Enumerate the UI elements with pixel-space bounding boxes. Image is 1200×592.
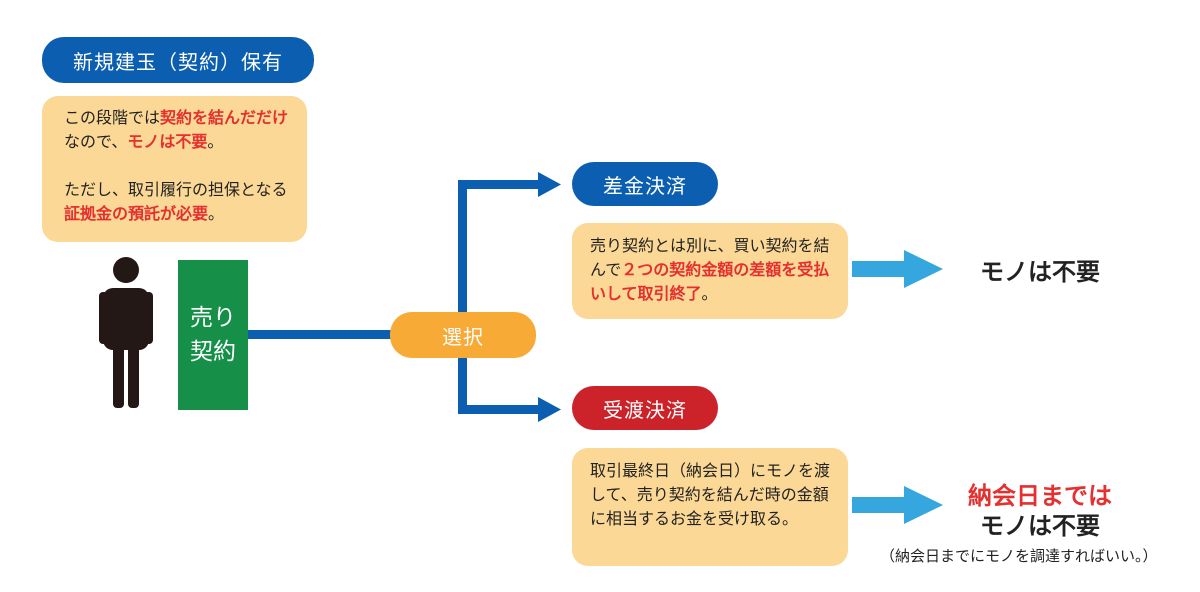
connector-line: [248, 330, 398, 339]
diff-desc-text: 売り契約とは別に、買い契約を結んで２つの契約金額の差額を受払いして取引終了。: [590, 236, 830, 303]
delivery-result-line2: モノは不要: [980, 512, 1100, 540]
delivery-desc-text: 取引最終日（納会日）にモノを渡して、売り契約を結んだ時の金額に相当するお金を受け…: [590, 461, 831, 528]
diff-result-arrow: [852, 250, 943, 288]
delivery-note: （納会日までにモノを調達すればいい。）: [880, 547, 1158, 565]
diff-result: モノは不要: [980, 258, 1100, 286]
holding-desc-2: ただし、取引履行の担保となる証拠金の預託が必要。: [64, 180, 288, 223]
upper-arrow-head: [538, 172, 561, 197]
sell-contract-block: 売り 契約: [178, 260, 248, 410]
delivery-result-arrow: [852, 486, 943, 524]
holding-desc-1: この段階では契約を結んだだけなので、モノは不要。: [64, 108, 289, 151]
person-icon: [99, 257, 153, 408]
sell-label-line1: 売り: [190, 305, 236, 331]
branch-trunk: [458, 180, 467, 414]
delivery-settlement-label: 受渡決済: [572, 386, 718, 430]
holding-description: この段階では契約を結んだだけなので、モノは不要。 ただし、取引履行の担保となる証…: [42, 96, 307, 242]
lower-arrow-head: [538, 397, 561, 422]
sell-label-line2: 契約: [190, 339, 236, 365]
choice-pill: 選択: [390, 312, 536, 358]
holding-label: 新規建玉（契約）保有: [42, 37, 314, 83]
diff-settlement-label: 差金決済: [572, 162, 718, 206]
delivery-description: 取引最終日（納会日）にモノを渡して、売り契約を結んだ時の金額に相当するお金を受け…: [572, 448, 848, 566]
delivery-result-line1: 納会日までは: [968, 482, 1112, 510]
lower-branch: [458, 405, 540, 414]
upper-branch: [458, 180, 540, 189]
diff-description: 売り契約とは別に、買い契約を結んで２つの契約金額の差額を受払いして取引終了。: [572, 223, 848, 319]
